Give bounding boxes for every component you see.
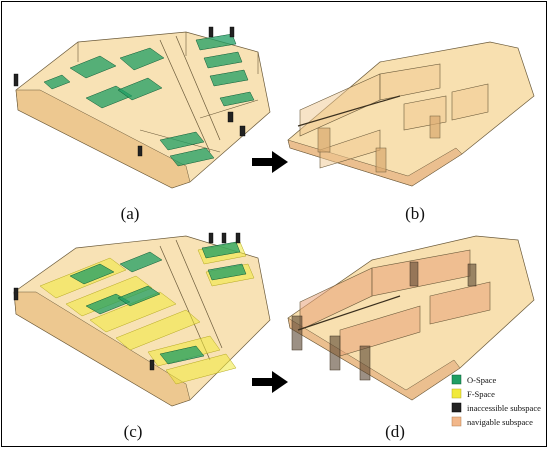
- legend-label-f-space: F-Space: [467, 389, 495, 399]
- arrow-top-icon: [252, 151, 288, 173]
- panel-a-building: [13, 26, 271, 189]
- panel-label-c: (c): [124, 422, 143, 441]
- panel-label-d: (d): [385, 422, 405, 441]
- panel-d-building: [287, 235, 535, 401]
- legend: O-Space F-Space inaccessible subspace na…: [451, 374, 541, 427]
- legend-swatch-inaccessible: [451, 402, 462, 413]
- legend-label-o-space: O-Space: [467, 375, 496, 385]
- legend-swatch-f-space: [451, 388, 462, 399]
- legend-swatch-navigable: [451, 416, 462, 427]
- panel-label-b: (b): [405, 204, 425, 223]
- panel-label-a: (a): [121, 204, 140, 223]
- legend-label-inaccessible: inaccessible subspace: [467, 403, 541, 413]
- legend-swatch-o-space: [451, 374, 462, 385]
- panel-b-building: [287, 41, 535, 187]
- arrow-bottom-icon: [252, 371, 288, 393]
- panel-c-building: [13, 232, 271, 407]
- legend-label-navigable: navigable subspace: [467, 417, 533, 427]
